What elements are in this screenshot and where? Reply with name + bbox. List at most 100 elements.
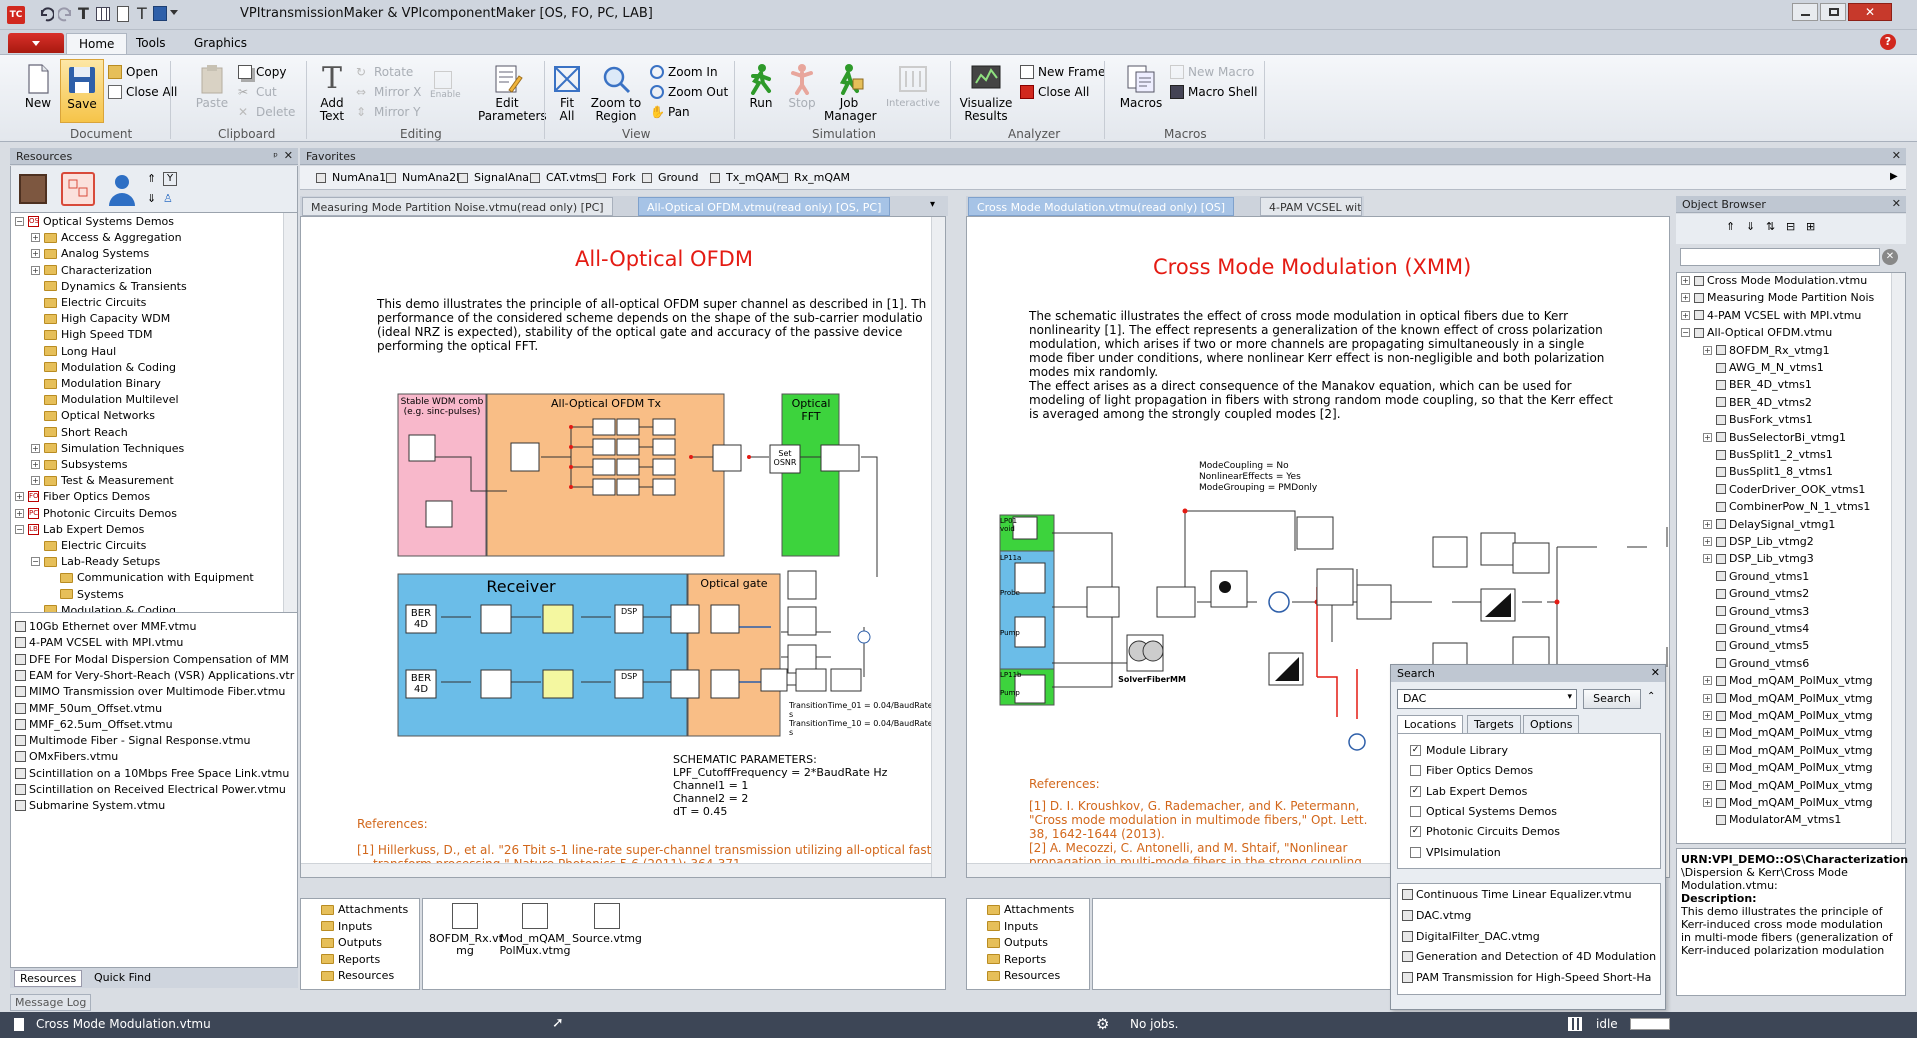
expander-icon[interactable]: + — [1703, 763, 1712, 773]
checkbox[interactable]: ✓ — [1410, 785, 1421, 797]
expand-all-icon[interactable]: ⊞ — [1806, 220, 1816, 233]
application-menu-button[interactable] — [8, 33, 64, 53]
object-tree-item[interactable]: +Mod_mQAM_PolMux_vtmg — [1703, 726, 1873, 739]
copy-button[interactable]: Copy — [238, 63, 286, 81]
tab-options[interactable]: Options — [1523, 715, 1580, 734]
resource-tree-item[interactable]: High Capacity WDM — [31, 312, 170, 325]
object-tree-item[interactable]: BusFork_vtms1 — [1703, 413, 1813, 426]
checkbox[interactable] — [1410, 765, 1421, 777]
expander-icon[interactable]: + — [1703, 554, 1712, 564]
expander-icon[interactable]: + — [31, 476, 40, 486]
resource-file-item[interactable]: 10Gb Ethernet over MMF.vtmu — [15, 619, 196, 634]
subschematic-file[interactable]: Mod_mQAM_PolMux.vtmg — [499, 903, 571, 957]
object-tree-item[interactable]: Ground_vtms2 — [1703, 587, 1809, 600]
resource-tree-item[interactable]: Modulation Multilevel — [31, 393, 179, 406]
resource-file-item[interactable]: Scintillation on Received Electrical Pow… — [15, 782, 286, 797]
open-button[interactable]: Open — [108, 63, 158, 81]
search-location-option[interactable]: VPIsimulation — [1410, 846, 1501, 859]
checkbox[interactable]: ✓ — [1410, 745, 1421, 756]
expander-icon[interactable]: + — [31, 233, 40, 243]
object-tree-item[interactable]: +Mod_mQAM_PolMux_vtmg — [1703, 744, 1873, 757]
save-small-icon[interactable] — [153, 6, 167, 21]
add-text-button[interactable]: T Add Text — [314, 63, 350, 123]
expander-icon[interactable]: − — [1681, 328, 1690, 338]
object-browser-scrollbar[interactable] — [1891, 273, 1905, 843]
resource-tree-item[interactable]: +Analog Systems — [31, 247, 149, 260]
resource-file-item[interactable]: OMxFibers.vtmu — [15, 749, 118, 764]
paste-button[interactable]: Paste — [194, 63, 230, 110]
document-folder-item[interactable]: Resources — [987, 969, 1060, 982]
object-tree-item[interactable]: BusSplit1_2_vtms1 — [1703, 448, 1833, 461]
zoom-in-button[interactable]: Zoom In — [650, 63, 718, 81]
object-browser-filter-input[interactable] — [1680, 248, 1880, 266]
expander-icon[interactable]: + — [1681, 310, 1690, 320]
favorite-item[interactable]: Tx_mQAM — [710, 171, 781, 184]
object-tree-item[interactable]: +Mod_mQAM_PolMux_vtmg — [1703, 779, 1873, 792]
resource-tree-item[interactable]: Short Reach — [31, 426, 128, 439]
chevron-down-icon[interactable]: ▾ — [1567, 692, 1572, 702]
object-tree-item[interactable]: Ground_vtms6 — [1703, 657, 1809, 670]
resource-tree-item[interactable]: Modulation Binary — [31, 377, 161, 390]
object-tree-item[interactable]: Ground_vtms4 — [1703, 622, 1809, 635]
macros-button[interactable]: Macros — [1118, 63, 1164, 110]
object-tree-item[interactable]: +Cross Mode Modulation.vtmu — [1681, 274, 1867, 287]
object-tree-item[interactable]: BER_4D_vtms2 — [1703, 396, 1812, 409]
object-tree-item[interactable]: +DSP_Lib_vtmg2 — [1703, 535, 1814, 548]
delete-button[interactable]: ✕Delete — [238, 103, 295, 121]
text-tool-icon-2[interactable]: T — [137, 4, 147, 23]
resource-tree-item[interactable]: +Access & Aggregation — [31, 231, 182, 244]
resource-tree-item[interactable]: Electric Circuits — [31, 539, 146, 552]
expander-icon[interactable]: + — [1703, 711, 1712, 720]
tab-resources[interactable]: Resources — [14, 970, 83, 987]
expander-icon[interactable]: + — [1703, 693, 1712, 703]
resource-tree-item[interactable]: +Simulation Techniques — [31, 442, 184, 455]
object-tree-item[interactable]: CombinerPow_N_1_vtms1 — [1703, 500, 1870, 513]
resource-tree-item[interactable]: +Characterization — [31, 264, 152, 277]
close-all-frames-button[interactable]: Close All — [1020, 83, 1089, 101]
resource-tree-item[interactable]: Modulation & Coding — [31, 361, 176, 374]
new-macro-button[interactable]: New Macro — [1170, 63, 1254, 81]
text-tool-icon[interactable]: T — [78, 4, 89, 23]
user-filter-icon[interactable]: ♙ — [163, 192, 173, 205]
object-tree-item[interactable]: +4-PAM VCSEL with MPI.vtmu — [1681, 309, 1861, 322]
document-folder-item[interactable]: Inputs — [987, 920, 1038, 933]
resource-file-item[interactable]: DFE For Modal Dispersion Compensation of… — [15, 652, 289, 667]
close-favorites-icon[interactable]: ✕ — [1891, 149, 1901, 162]
favorite-item[interactable]: NumAna2D — [386, 171, 465, 184]
object-tree-item[interactable]: +Measuring Mode Partition Nois — [1681, 291, 1874, 304]
redo-icon[interactable] — [58, 6, 74, 22]
object-tree-item[interactable]: +8OFDM_Rx_vtmg1 — [1703, 344, 1830, 357]
stop-button[interactable]: Stop — [784, 63, 820, 110]
checkbox[interactable] — [1410, 846, 1421, 858]
resource-file-item[interactable]: MMF_50um_Offset.vtmu — [15, 701, 162, 716]
app-logo[interactable]: TC — [7, 6, 25, 24]
search-location-option[interactable]: Fiber Optics Demos — [1410, 764, 1533, 777]
resource-file-item[interactable]: MMF_62.5um_Offset.vtmu — [15, 717, 173, 732]
favorite-item[interactable]: NumAna1D — [316, 171, 395, 184]
document-folder-item[interactable]: Outputs — [987, 936, 1048, 949]
resource-tree-item[interactable]: Communication with Equipment — [47, 571, 254, 584]
left-doc-hscroll[interactable] — [301, 863, 931, 877]
object-tree-item[interactable]: ModulatorAM_vtms1 — [1703, 813, 1841, 826]
favorite-item[interactable]: Fork — [596, 171, 636, 184]
object-tree-item[interactable]: +Mod_mQAM_PolMux_vtmg — [1703, 692, 1873, 705]
object-tree-item[interactable]: Ground_vtms5 — [1703, 639, 1809, 652]
interactive-button[interactable]: Interactive — [880, 63, 946, 110]
resource-tree-item[interactable]: Dynamics & Transients — [31, 280, 187, 293]
new-frame-button[interactable]: New Frame — [1020, 63, 1105, 81]
object-tree-item[interactable]: +Mod_mQAM_PolMux_vtmg — [1703, 761, 1873, 774]
document-folder-item[interactable]: Resources — [321, 969, 394, 982]
expander-icon[interactable]: + — [1681, 293, 1690, 303]
object-tree-item[interactable]: −All-Optical OFDM.vtmu — [1681, 326, 1832, 339]
expander-icon[interactable]: + — [1703, 432, 1712, 442]
expander-icon[interactable]: + — [31, 265, 40, 275]
expander-icon[interactable]: + — [1703, 345, 1712, 355]
expander-icon[interactable]: + — [15, 492, 24, 502]
resource-tree-item[interactable]: High Speed TDM — [31, 328, 152, 341]
minimize-button[interactable] — [1792, 3, 1818, 21]
document-folder-item[interactable]: Outputs — [321, 936, 382, 949]
resources-scrollbar[interactable] — [283, 213, 297, 617]
cut-button[interactable]: ✂Cut — [238, 83, 277, 101]
